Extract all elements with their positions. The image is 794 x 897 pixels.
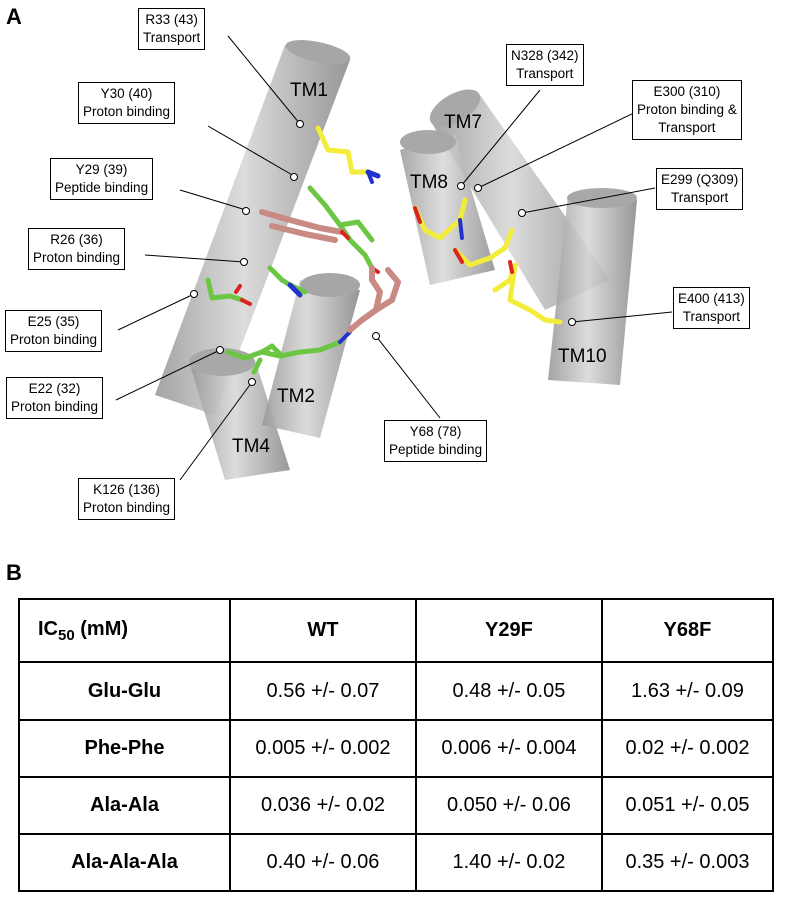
helix-label-tm2: TM2 [277, 386, 315, 407]
table-cell: 0.40 +/- 0.06 [229, 832, 417, 893]
residue-label-e25: E25 (35)Proton binding [5, 310, 103, 352]
residue-label-r33: R33 (43)Transport [138, 8, 206, 50]
residue-label-y30: Y30 (40)Proton binding [78, 82, 176, 124]
helix-label-tm8: TM8 [410, 172, 448, 193]
row-label: Glu-Glu [18, 661, 231, 721]
table-header-y68f: Y68F [600, 597, 775, 664]
residue-label-y29: Y29 (39)Peptide binding [50, 158, 154, 200]
side-chains [205, 125, 563, 375]
row-label: Ala-Ala-Ala [18, 832, 231, 893]
table-cell: 0.051 +/- 0.05 [600, 775, 775, 835]
table-cell: 0.02 +/- 0.002 [600, 718, 775, 778]
residue-label-e299: E299 (Q309)Transport [656, 168, 744, 210]
helix-tm8 [400, 130, 495, 285]
structure-figure [115, 35, 673, 481]
table-header-wt: WT [229, 597, 417, 664]
residue-label-e300: E300 (310)Proton binding &Transport [632, 80, 742, 140]
residue-label-n328: N328 (342)Transport [506, 44, 584, 86]
ic50-table: IC50 (mM) WT Y29F Y68F Glu-Glu 0.56 +/- … [18, 597, 775, 893]
table-cell: 0.036 +/- 0.02 [229, 775, 417, 835]
table-cell: 0.56 +/- 0.07 [229, 661, 417, 721]
table-row: Glu-Glu 0.56 +/- 0.07 0.48 +/- 0.05 1.63… [18, 661, 775, 721]
panel-label-b: B [6, 560, 22, 585]
table-cell: 0.050 +/- 0.06 [414, 775, 603, 835]
table-cell: 0.48 +/- 0.05 [414, 661, 603, 721]
table-cell: 0.005 +/- 0.002 [229, 718, 417, 778]
anchor-dots [190, 120, 576, 386]
table-cell: 0.35 +/- 0.003 [600, 832, 775, 893]
table-row: Ala-Ala 0.036 +/- 0.02 0.050 +/- 0.06 0.… [18, 775, 775, 835]
helix-label-tm10: TM10 [558, 346, 607, 367]
table-row: Phe-Phe 0.005 +/- 0.002 0.006 +/- 0.004 … [18, 718, 775, 778]
helix-tm2 [262, 273, 360, 438]
residue-label-e22: E22 (32)Proton binding [6, 377, 104, 419]
residue-label-r26: R26 (36)Proton binding [28, 228, 126, 270]
helix-label-tm4: TM4 [232, 436, 270, 457]
residue-label-e400: E400 (413)Transport [673, 287, 750, 329]
residue-label-k126: K126 (136)Proton binding [78, 478, 176, 520]
table-row: Ala-Ala-Ala 0.40 +/- 0.06 1.40 +/- 0.02 … [18, 832, 775, 893]
helix-tm1 [155, 40, 351, 415]
helix-label-tm7: TM7 [444, 112, 482, 133]
helix-label-tm1: TM1 [290, 80, 328, 101]
row-label: Ala-Ala [18, 775, 231, 835]
table-cell: 1.40 +/- 0.02 [414, 832, 603, 893]
table-header-ic50: IC50 (mM) [18, 597, 231, 664]
table-cell: 0.006 +/- 0.004 [414, 718, 603, 778]
leader-lines [115, 35, 673, 481]
row-label: Phe-Phe [18, 718, 231, 778]
panel-label-a: A [6, 4, 22, 29]
table-header-row: IC50 (mM) WT Y29F Y68F [18, 597, 775, 664]
table-header-y29f: Y29F [414, 597, 603, 664]
table-cell: 1.63 +/- 0.09 [600, 661, 775, 721]
residue-label-y68: Y68 (78)Peptide binding [384, 420, 488, 462]
